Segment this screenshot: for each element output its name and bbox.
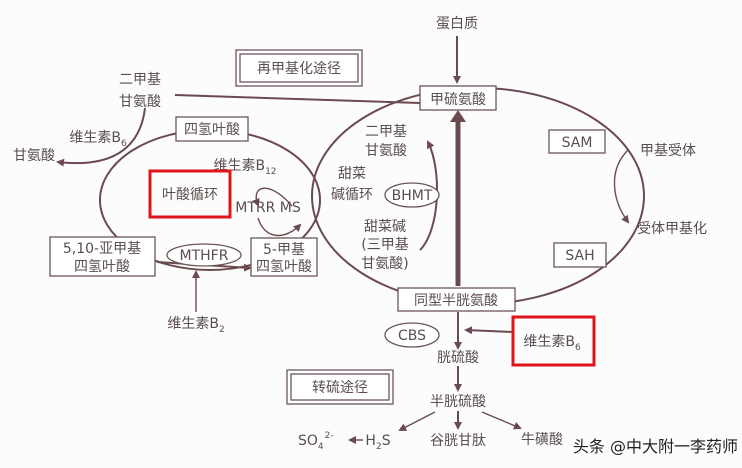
svg-text:四氢叶酸: 四氢叶酸 — [184, 122, 240, 138]
svg-text:SAM: SAM — [562, 135, 593, 151]
svg-text:SAH: SAH — [565, 248, 594, 264]
vitamin-b6-label-left: 维生素B6 — [69, 130, 127, 149]
dmg-label-line1: 二甲基 — [119, 71, 161, 88]
mtrr-ms-label: MTRR MS — [235, 200, 301, 216]
vitamin-b6-highlight: 维生素B6 — [511, 315, 596, 367]
betaine-cycle-line1: 甜菜 — [338, 166, 366, 182]
svg-text:四氢叶酸: 四氢叶酸 — [256, 259, 312, 275]
h2s-label: H2S — [365, 433, 390, 452]
svg-text:MTHFR: MTHFR — [180, 248, 229, 264]
svg-text:转硫途径: 转硫途径 — [312, 379, 368, 396]
svg-text:5-甲基: 5-甲基 — [263, 241, 305, 258]
cystathionine-label: 胱硫酸 — [437, 350, 479, 366]
svg-text:同型半胱氨酸: 同型半胱氨酸 — [414, 293, 498, 309]
svg-text:BHMT: BHMT — [392, 188, 433, 204]
svg-text:叶酸循环: 叶酸循环 — [162, 187, 218, 203]
dmg-inner-line2: 甘氨酸 — [365, 143, 407, 159]
arrow-dmg-glycine — [56, 107, 146, 167]
sah-box: SAH — [553, 242, 607, 268]
homocysteine-box: 同型半胱氨酸 — [397, 287, 516, 312]
remethylation-title-box: 再甲基化途径 — [235, 49, 363, 87]
cbs-enzyme: CBS — [384, 322, 440, 348]
svg-text:再甲基化途径: 再甲基化途径 — [257, 60, 341, 77]
arrowhead — [450, 110, 466, 122]
glycine-label: 甘氨酸 — [13, 148, 55, 164]
taurine-label: 牛磺酸 — [521, 432, 563, 448]
methyl-acceptor-label: 甲基受体 — [640, 142, 696, 159]
cysteine-label: 半胱硫酸 — [430, 394, 486, 410]
vitamin-b12-label: 维生素B12 — [213, 158, 276, 177]
methyl-thf-box: 5-甲基 四氢叶酸 — [250, 237, 318, 277]
betaine-line2: (三甲基 — [361, 236, 408, 253]
betaine-cycle-line2: 碱循环 — [331, 187, 373, 203]
methylene-thf-box: 5,10-亚甲基 四氢叶酸 — [49, 236, 156, 277]
svg-text:5,10-亚甲基: 5,10-亚甲基 — [63, 240, 141, 257]
svg-text:四氢叶酸: 四氢叶酸 — [74, 259, 130, 275]
mtrr-loop-arrow — [252, 187, 293, 207]
arrow-cysteine-h2s — [398, 411, 436, 431]
watermark: 头条 @中大附一李药师 — [573, 437, 738, 456]
betaine-line3: 甘氨酸) — [361, 256, 408, 272]
line-dmg-methionine — [174, 94, 421, 104]
bhmt-enzyme: BHMT — [384, 182, 440, 208]
folate-cycle-highlight: 叶酸循环 — [148, 169, 232, 219]
methionine-box: 甲硫氨酸 — [419, 85, 497, 111]
acceptor-methylated-label: 受体甲基化 — [637, 220, 707, 237]
dmg-label-line2: 甘氨酸 — [119, 94, 161, 110]
mthfr-enzyme: MTHFR — [166, 243, 242, 267]
arrow-b6 — [464, 326, 514, 335]
arrow-cysteine-taurine — [481, 411, 522, 430]
vitamin-b2-label: 维生素B2 — [167, 316, 224, 335]
sam-box: SAM — [548, 129, 606, 154]
protein-label: 蛋白质 — [436, 16, 478, 32]
thf-box: 四氢叶酸 — [175, 116, 249, 142]
glutathione-label: 谷胱甘肽 — [430, 433, 486, 449]
svg-text:CBS: CBS — [398, 328, 426, 344]
arrow-methyl-acceptor — [613, 149, 630, 224]
dmg-inner-line1: 二甲基 — [365, 123, 407, 140]
svg-text:维生素B6: 维生素B6 — [523, 334, 581, 353]
transsulfuration-title-box: 转硫途径 — [286, 369, 394, 405]
sulfate-label: SO42- — [298, 431, 334, 452]
betaine-line1: 甜菜碱 — [364, 219, 406, 235]
ms-loop-arrow — [257, 217, 302, 237]
svg-text:甲硫氨酸: 甲硫氨酸 — [430, 92, 486, 108]
